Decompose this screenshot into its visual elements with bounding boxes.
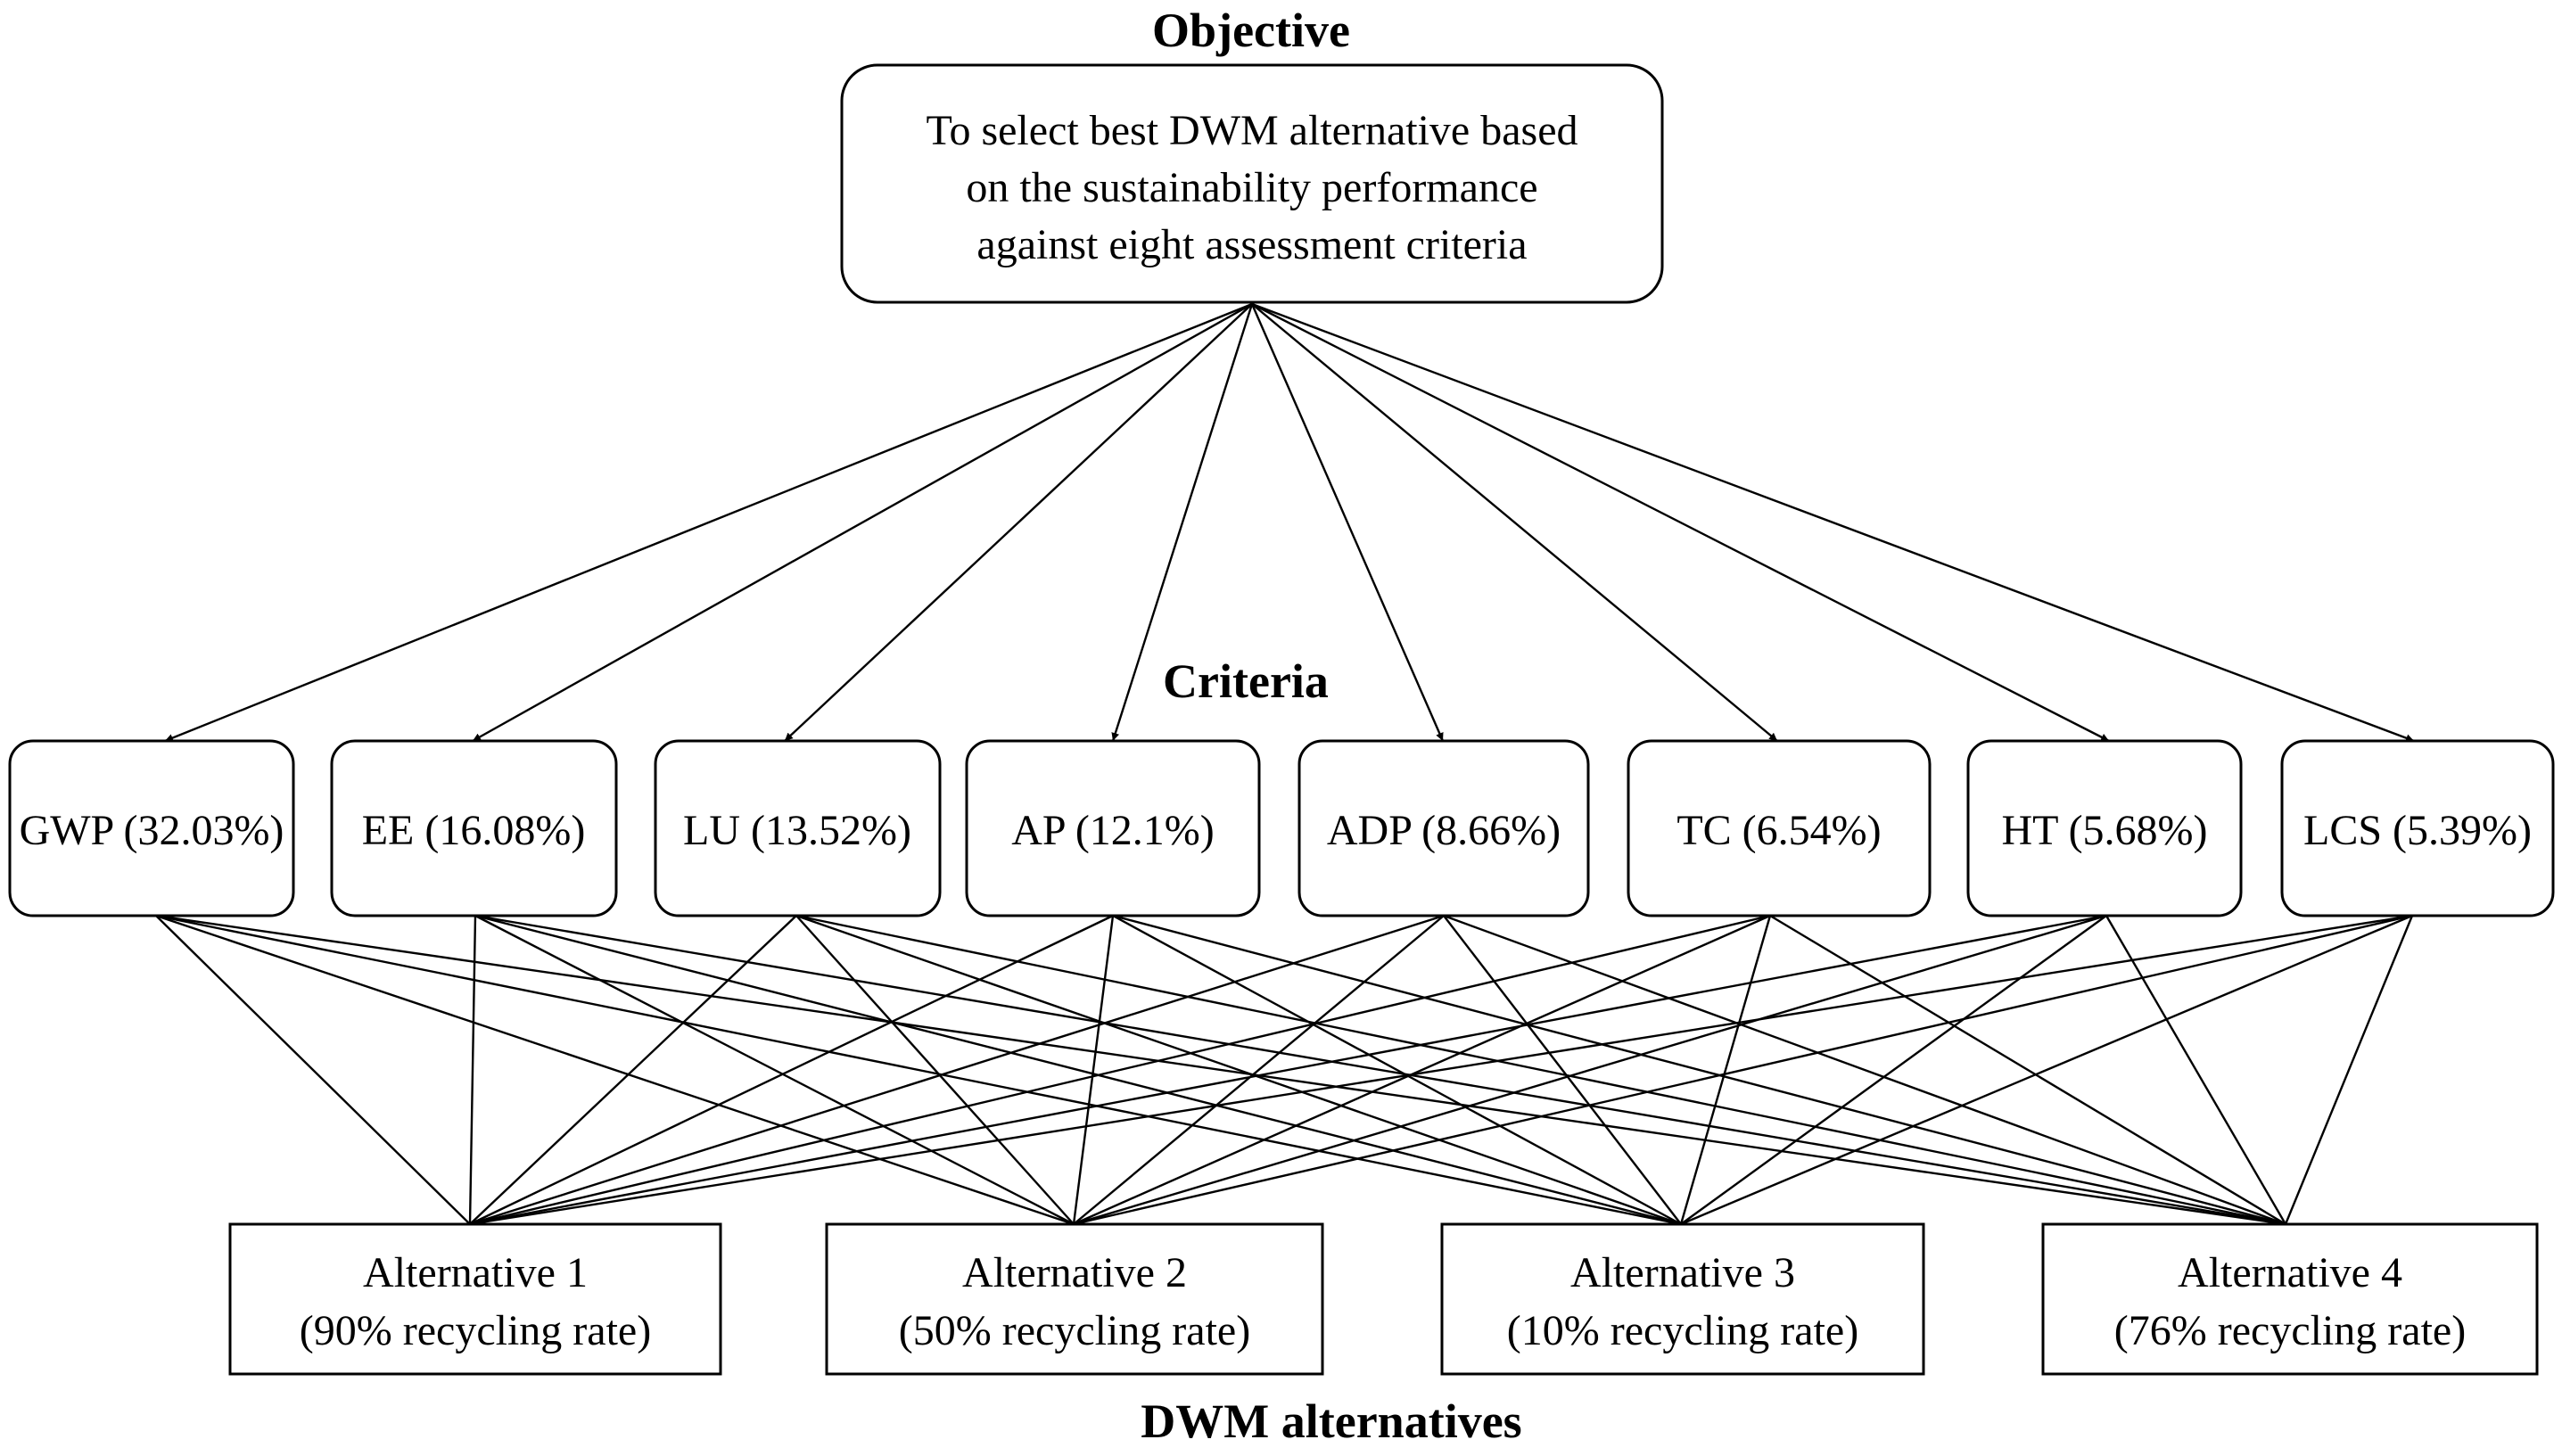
objective-line-2: on the sustainability performance — [966, 164, 1537, 211]
link-adp-to-alt2 — [1073, 915, 1445, 1225]
criterion-gwp-label: GWP (32.03%) — [20, 807, 284, 854]
arrow-objective-to-tc — [1251, 303, 1778, 742]
criterion-lu-label: LU (13.52%) — [683, 807, 911, 854]
objective-heading: Objective — [1152, 4, 1350, 57]
criterion-ap: AP (12.1%) — [965, 739, 1261, 917]
link-lu-to-alt4 — [795, 914, 2286, 1226]
link-ht-to-alt4 — [2105, 915, 2287, 1225]
link-ap-to-alt3 — [1112, 914, 1682, 1226]
alternative-4-subtitle: (76% recycling rate) — [2114, 1307, 2466, 1354]
link-lcs-to-alt4 — [2284, 915, 2414, 1225]
criterion-gwp-frame — [8, 739, 295, 917]
alternatives-heading: DWM alternatives — [1141, 1394, 1521, 1448]
link-ee-to-alt3 — [474, 914, 1682, 1226]
criterion-adp-label: ADP (8.66%) — [1327, 807, 1561, 854]
link-adp-to-alt1 — [469, 914, 1445, 1226]
criterion-ap-frame — [965, 739, 1261, 917]
alternatives-row: Alternative 1 (90% recycling rate) Alter… — [228, 1222, 2539, 1376]
link-lcs-to-alt3 — [1680, 914, 2413, 1226]
criterion-ht: HT (5.68%) — [1966, 739, 2243, 917]
alternative-4-frame — [2041, 1222, 2539, 1376]
criterion-lu: LU (13.52%) — [654, 739, 942, 917]
criterion-ee: EE (16.08%) — [330, 739, 618, 917]
link-tc-to-alt1 — [469, 914, 1771, 1226]
alternative-2: Alternative 2 (50% recycling rate) — [825, 1222, 1324, 1376]
alternative-4: Alternative 4 (76% recycling rate) — [2041, 1222, 2539, 1376]
link-lu-to-alt3 — [795, 914, 1682, 1226]
arrow-objective-to-lu — [784, 303, 1253, 742]
link-ht-to-alt2 — [1073, 914, 2107, 1226]
link-ee-to-alt4 — [474, 914, 2286, 1226]
alternative-3-frame — [1440, 1222, 1925, 1376]
criterion-lcs-frame — [2280, 739, 2555, 917]
arrow-objective-to-ht — [1251, 302, 2110, 743]
link-gwp-to-alt3 — [155, 914, 1682, 1226]
criterion-ee-frame — [330, 739, 618, 917]
criterion-tc: TC (6.54%) — [1627, 739, 1932, 917]
link-ht-to-alt3 — [1680, 915, 2107, 1225]
criteria-to-alternatives-links — [155, 914, 2414, 1226]
criterion-ee-label: EE (16.08%) — [362, 807, 586, 854]
objective-box: To select best DWM alternative based on … — [840, 63, 1664, 304]
arrow-objective-to-lcs — [1251, 302, 2415, 743]
link-adp-to-alt4 — [1443, 914, 2286, 1226]
criterion-adp: ADP (8.66%) — [1297, 739, 1590, 917]
criterion-ht-label: HT (5.68%) — [2001, 807, 2207, 854]
alternative-4-title: Alternative 4 — [2178, 1249, 2402, 1296]
criteria-heading: Criteria — [1163, 654, 1329, 708]
link-gwp-to-alt4 — [155, 914, 2286, 1226]
link-gwp-to-alt1 — [155, 915, 471, 1225]
alternative-3: Alternative 3 (10% recycling rate) — [1440, 1222, 1925, 1376]
criterion-gwp: GWP (32.03%) — [8, 739, 295, 917]
alternative-1-frame — [228, 1222, 722, 1376]
criterion-tc-frame — [1627, 739, 1932, 917]
link-tc-to-alt4 — [1769, 914, 2286, 1226]
link-ee-to-alt1 — [468, 915, 477, 1225]
alternative-3-subtitle: (10% recycling rate) — [1507, 1307, 1858, 1354]
alternative-3-title: Alternative 3 — [1570, 1249, 1795, 1296]
criterion-lcs-label: LCS (5.39%) — [2303, 807, 2532, 854]
link-ap-to-alt2 — [1072, 915, 1115, 1225]
criterion-ap-label: AP (12.1%) — [1011, 807, 1215, 854]
link-lu-to-alt1 — [469, 915, 797, 1225]
link-lcs-to-alt2 — [1073, 914, 2413, 1226]
alternative-1-subtitle: (90% recycling rate) — [300, 1307, 651, 1354]
link-gwp-to-alt2 — [155, 914, 1075, 1226]
criterion-tc-label: TC (6.54%) — [1676, 807, 1881, 854]
alternative-1-title: Alternative 1 — [363, 1249, 588, 1296]
arrow-objective-to-ap — [1111, 303, 1254, 742]
link-adp-to-alt3 — [1443, 915, 1682, 1225]
criteria-row: GWP (32.03%) EE (16.08%) LU (13.52%) AP … — [8, 739, 2555, 917]
arrow-objective-to-ee — [472, 302, 1253, 743]
objective-line-1: To select best DWM alternative based — [926, 107, 1578, 154]
alternative-2-subtitle: (50% recycling rate) — [899, 1307, 1250, 1354]
arrow-objective-to-adp — [1250, 303, 1445, 742]
objective-box-frame — [840, 63, 1664, 304]
objective-line-3: against eight assessment criteria — [976, 221, 1527, 268]
objective-to-criteria-arrows — [164, 302, 2415, 743]
link-tc-to-alt3 — [1679, 915, 1772, 1225]
criterion-ht-frame — [1966, 739, 2243, 917]
link-ee-to-alt2 — [474, 914, 1075, 1226]
link-lu-to-alt2 — [795, 915, 1075, 1225]
arrow-objective-to-gwp — [164, 302, 1253, 743]
criterion-lu-frame — [654, 739, 942, 917]
link-ht-to-alt1 — [469, 914, 2107, 1226]
criterion-lcs: LCS (5.39%) — [2280, 739, 2555, 917]
alternative-2-title: Alternative 2 — [962, 1249, 1187, 1296]
link-lcs-to-alt1 — [469, 914, 2413, 1226]
link-ap-to-alt4 — [1112, 914, 2286, 1226]
link-tc-to-alt2 — [1073, 914, 1771, 1226]
criterion-adp-frame — [1297, 739, 1590, 917]
alternative-2-frame — [825, 1222, 1324, 1376]
alternative-1: Alternative 1 (90% recycling rate) — [228, 1222, 722, 1376]
link-ap-to-alt1 — [469, 914, 1114, 1226]
